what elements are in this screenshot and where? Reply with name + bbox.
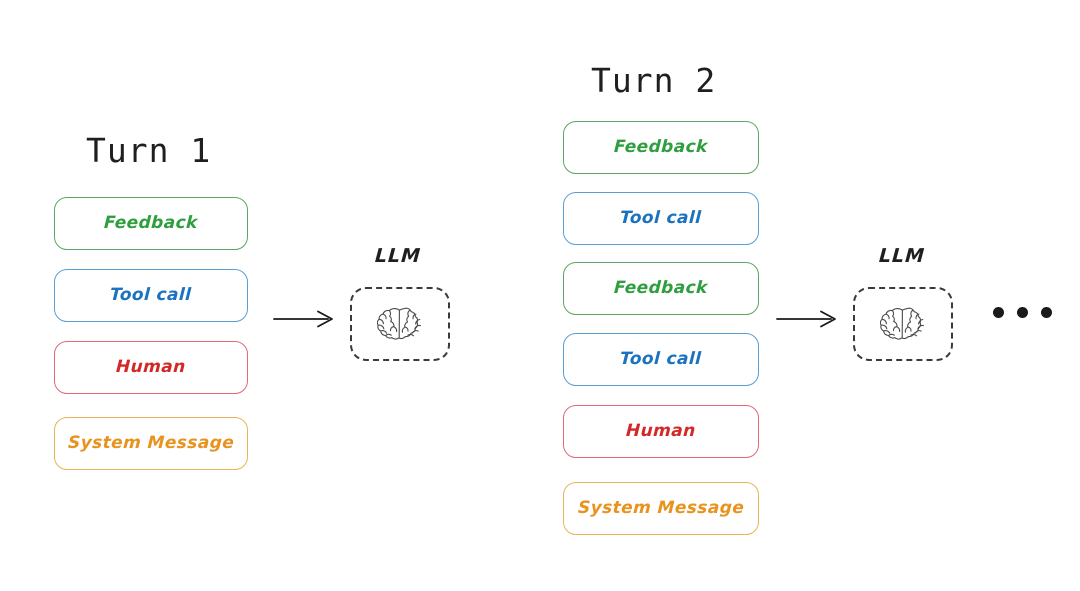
turn-2-message-system[interactable]: System Message [563,482,759,535]
turn-2-llm-label: LLM [878,245,926,267]
turn-1-arrow-right-icon [273,310,333,328]
message-label: Feedback [103,213,199,233]
turn-2-message-feedback-1[interactable]: Feedback [563,121,759,174]
turn-2-llm-box[interactable] [853,287,953,361]
turn-1-message-tool-call[interactable]: Tool call [54,269,248,322]
turn-1-title: Turn 1 [86,131,212,170]
turn-2-message-feedback-2[interactable]: Feedback [563,262,759,315]
turn-2-message-human[interactable]: Human [563,405,759,458]
message-label: System Message [67,433,235,453]
brain-icon [880,307,925,340]
message-label: Tool call [109,285,193,305]
turn-2-message-tool-call-1[interactable]: Tool call [563,192,759,245]
ellipsis-dot [1041,307,1052,318]
message-label: Tool call [619,349,703,369]
message-label: System Message [577,498,745,518]
turn-1-message-human[interactable]: Human [54,341,248,394]
message-label: Feedback [613,137,709,157]
turn-1-llm-label: LLM [374,245,422,267]
continuation-ellipsis [993,307,1052,318]
message-label: Tool call [619,208,703,228]
message-label: Human [115,357,187,377]
ellipsis-dot [993,307,1004,318]
message-label: Human [625,421,697,441]
brain-icon [377,307,422,340]
turn-1-message-system[interactable]: System Message [54,417,248,470]
ellipsis-dot [1017,307,1028,318]
message-label: Feedback [613,278,709,298]
turn-2-arrow-right-icon [776,310,836,328]
turn-1-message-feedback[interactable]: Feedback [54,197,248,250]
turn-1-llm-box[interactable] [350,287,450,361]
turn-2-title: Turn 2 [591,61,717,100]
turn-2-message-tool-call-2[interactable]: Tool call [563,333,759,386]
